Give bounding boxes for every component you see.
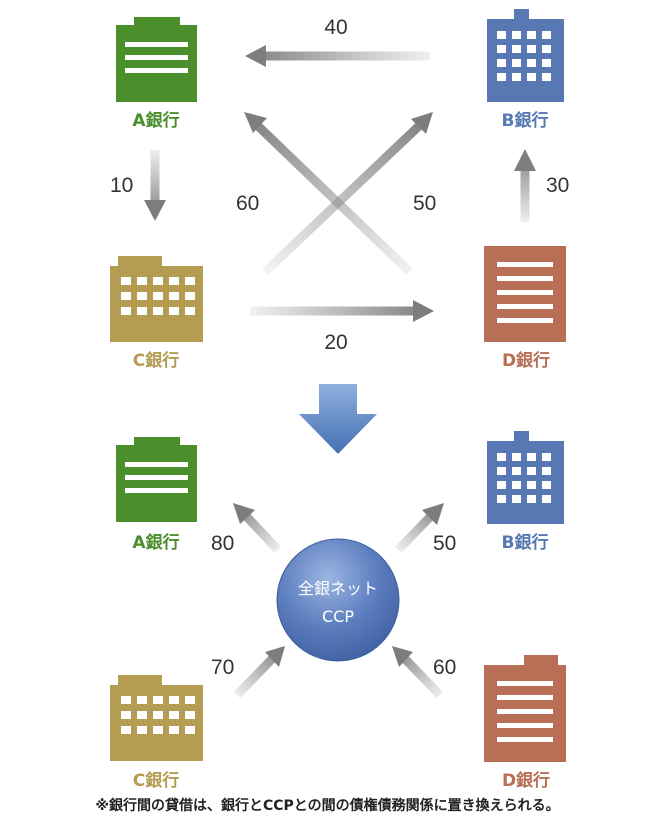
flow-d-to-a-amount: 60 [236,192,259,215]
bank-b-building-icon [487,9,564,102]
transition-arrow-down [299,384,377,454]
bank-a-building-icon-bottom [116,437,197,522]
ccp-label-line1: 全銀ネット [298,579,378,598]
bank-c-building-icon-bottom [110,675,203,761]
diagram-canvas: 40 10 30 20 60 50 A銀行 B銀行 C銀行 [110,9,569,790]
bank-d-label: D銀行 [502,350,550,371]
arrow-a-to-c [144,150,166,221]
arrow-d-to-ccp [392,646,444,699]
flow-b-to-a-amount: 40 [324,16,347,39]
bank-c-building-icon [110,256,203,342]
flow-ccp-to-a-amount: 80 [211,532,234,555]
arrow-c-to-ccp [233,646,285,699]
flow-c-to-d-amount: 20 [324,331,347,354]
arrow-b-to-a [245,45,430,67]
arrow-d-to-a [244,112,414,276]
ccp-label-line2: CCP [322,607,354,626]
arrow-c-to-b [261,112,433,276]
bank-b-label: B銀行 [502,110,549,131]
ccp-node: 全銀ネット CCP [276,538,400,662]
bank-b-building-icon-bottom [487,431,564,524]
arrow-d-to-b [514,149,536,222]
bank-d-building-icon [484,246,566,342]
arrow-c-to-d [250,300,434,322]
flow-ccp-to-b-amount: 50 [433,532,456,555]
arrow-ccp-to-a [233,503,282,554]
bank-d-building-icon-bottom [484,655,566,762]
flow-c-to-b-amount: 50 [413,192,436,215]
bank-c-label-bottom: C銀行 [133,770,179,790]
arrow-ccp-to-b [394,503,444,554]
bank-a-label-bottom: A銀行 [132,532,179,553]
flow-d-to-b-amount: 30 [546,174,569,197]
flow-c-to-ccp-amount: 70 [211,656,234,679]
flow-d-to-ccp-amount: 60 [433,656,456,679]
bank-a-label: A銀行 [132,110,179,131]
bank-a-building-icon [116,17,197,102]
footnote: ※銀行間の貸借は、銀行とCCPとの間の債権債務関係に置き換えられる。 [95,798,560,814]
flow-a-to-c-amount: 10 [110,174,133,197]
bank-b-label-bottom: B銀行 [502,532,549,553]
bank-c-label: C銀行 [133,350,179,371]
bank-d-label-bottom: D銀行 [502,770,550,790]
